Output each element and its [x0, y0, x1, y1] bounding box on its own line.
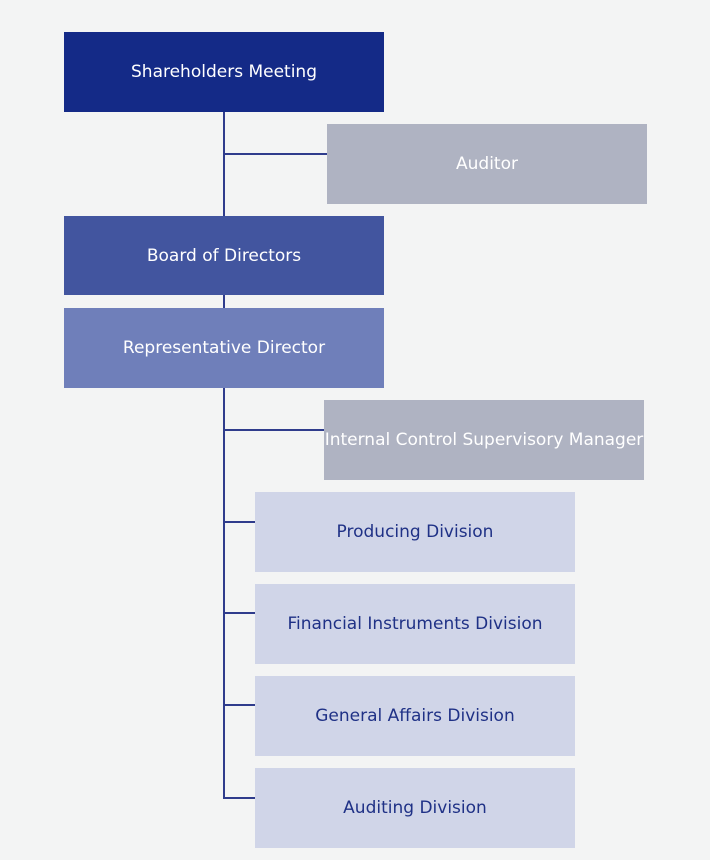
financial-instruments-division-box: Financial Instruments Division: [255, 584, 575, 664]
shareholders-meeting-box: Shareholders Meeting: [64, 32, 384, 112]
internal-control-manager-box: Internal Control Supervisory Manager: [324, 400, 644, 480]
representative-director-box: Representative Director: [64, 308, 384, 388]
general-affairs-division-box: General Affairs Division: [255, 676, 575, 756]
auditor-box: Auditor: [327, 124, 647, 204]
connector-internal-control: [223, 429, 324, 431]
connector-general-affairs: [223, 704, 255, 706]
connector-financial: [223, 612, 255, 614]
internal-control-manager-label: Internal Control Supervisory Manager: [324, 430, 644, 450]
connector-board-representative: [223, 294, 225, 309]
auditing-division-box: Auditing Division: [255, 768, 575, 848]
representative-director-label: Representative Director: [122, 338, 326, 358]
auditing-division-label: Auditing Division: [343, 798, 487, 818]
connector-auditor: [223, 153, 327, 155]
producing-division-box: Producing Division: [255, 492, 575, 572]
producing-division-label: Producing Division: [336, 522, 494, 542]
connector-bottom-vertical: [223, 387, 225, 799]
financial-instruments-division-label: Financial Instruments Division: [287, 614, 543, 634]
shareholders-meeting-label: Shareholders Meeting: [131, 62, 317, 82]
connector-top-vertical: [223, 111, 225, 217]
auditor-label: Auditor: [456, 154, 518, 174]
general-affairs-division-label: General Affairs Division: [315, 706, 515, 726]
connector-auditing: [223, 797, 255, 799]
board-of-directors-label: Board of Directors: [146, 245, 302, 266]
board-of-directors-box: Board of Directors: [64, 216, 384, 295]
connector-producing: [223, 521, 255, 523]
